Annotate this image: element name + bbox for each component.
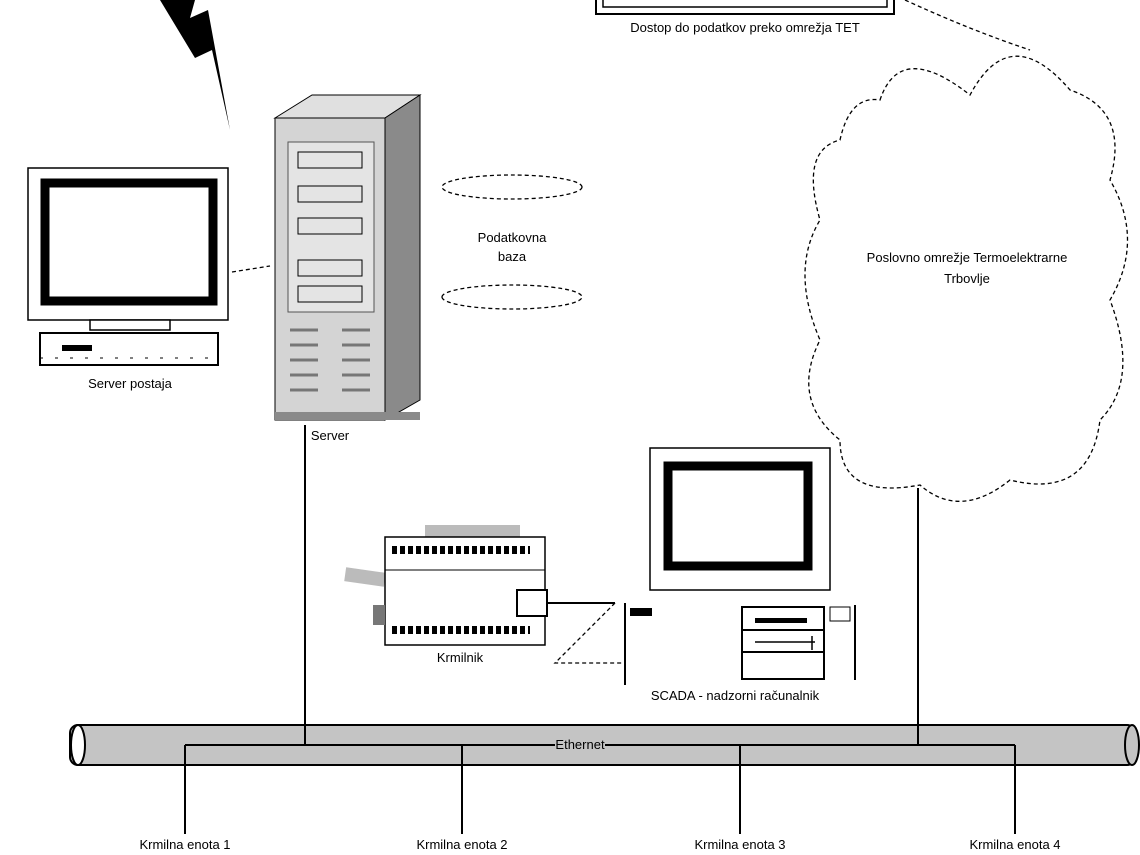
node-label-4: Krmilna enota 4	[969, 837, 1060, 852]
cloud-label-line1: Poslovno omrežje Termoelektrarne	[867, 250, 1068, 265]
business-network-cloud: Poslovno omrežje Termoelektrarne Trbovlj…	[804, 55, 1129, 502]
plc-controller: Krmilnik	[344, 525, 548, 665]
scada-label: SCADA - nadzorni računalnik	[651, 688, 820, 703]
external-access-box: Dostop do podatkov preko omrežja TET	[595, 0, 895, 35]
bus-drop-lines	[184, 745, 1016, 834]
dashed-link-external	[904, 0, 1031, 51]
database-label-line1: Podatkovna	[478, 230, 547, 245]
server-tower: Server	[273, 94, 422, 443]
node-label-2: Krmilna enota 2	[416, 837, 507, 852]
database-label-line2: baza	[498, 249, 527, 264]
ethernet-bus: Ethernet	[69, 724, 1140, 766]
server-label: Server	[311, 428, 350, 443]
plc-scada-serial	[553, 602, 625, 664]
wireless-lightning-icon	[160, 0, 230, 130]
database: Podatkovna baza	[441, 174, 583, 310]
scada-computer: SCADA - nadzorni računalnik	[630, 447, 856, 703]
plc-label: Krmilnik	[437, 650, 484, 665]
ethernet-label: Ethernet	[555, 737, 605, 752]
node-label-3: Krmilna enota 3	[694, 837, 785, 852]
dashed-link-workstation-server	[231, 265, 271, 273]
workstation-label: Server postaja	[88, 376, 173, 391]
external-box-label: Dostop do podatkov preko omrežja TET	[630, 20, 860, 35]
node-label-1: Krmilna enota 1	[139, 837, 230, 852]
cloud-label-line2: Trbovlje	[944, 271, 990, 286]
workstation: Server postaja	[27, 167, 229, 391]
